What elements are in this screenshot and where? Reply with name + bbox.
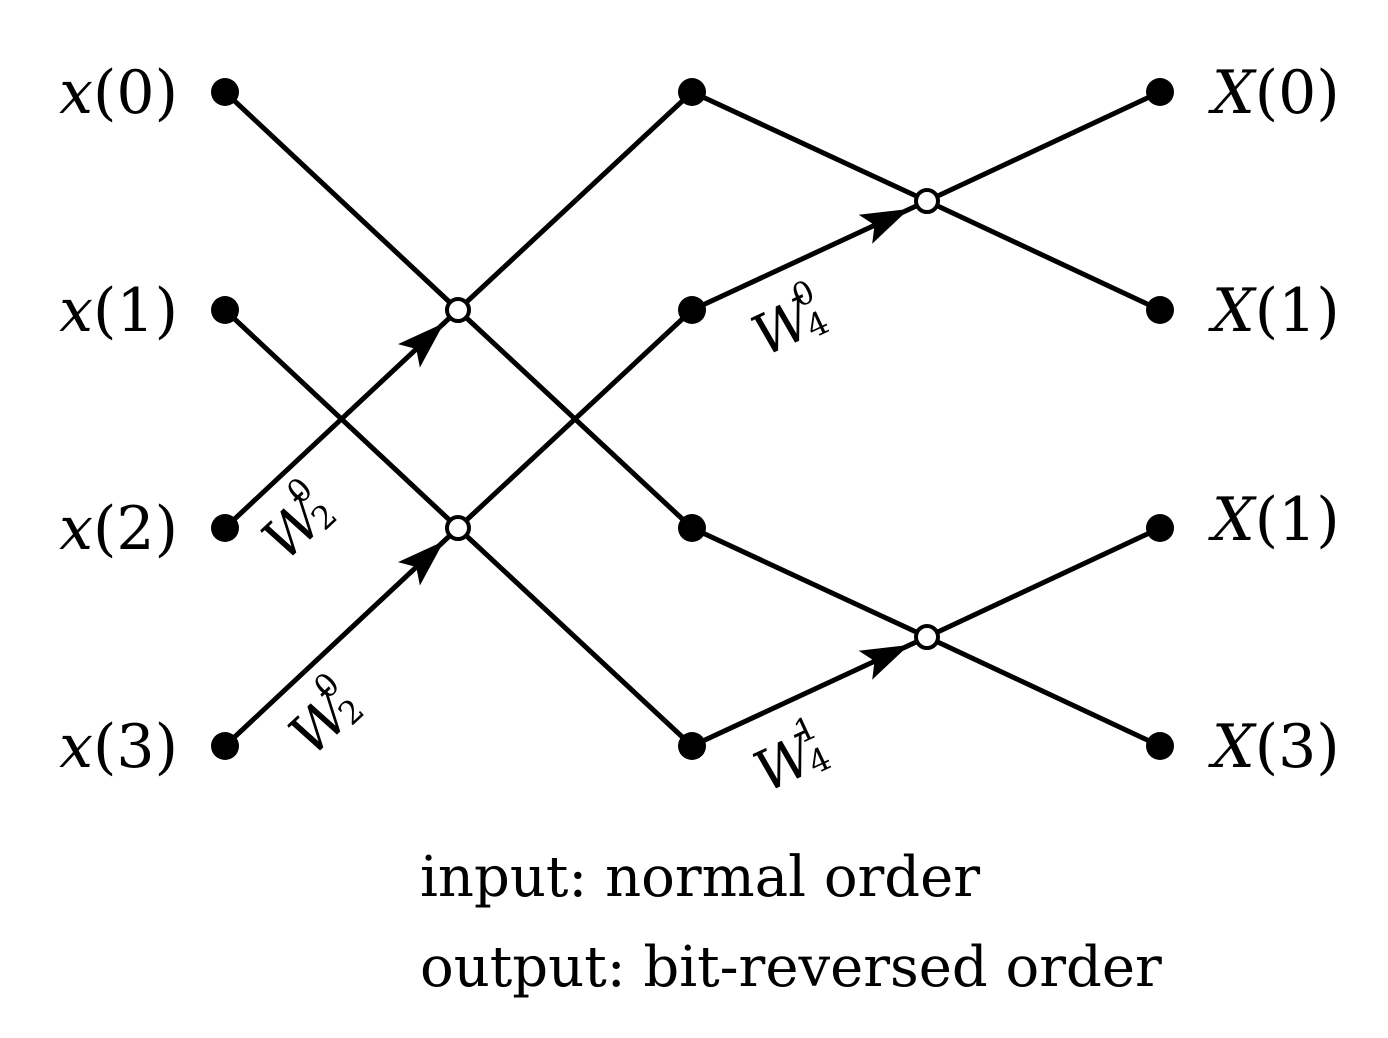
- node-input-0: [211, 78, 239, 106]
- output-labels: X(0) X(1) X(1) X(3): [1208, 58, 1340, 782]
- node-mid-3: [678, 732, 706, 760]
- node-output-2: [1146, 514, 1174, 542]
- arrowhead-stage1-top: [398, 323, 444, 368]
- twiddle-stage1-bottom: W 0 2: [277, 665, 371, 769]
- wire-x0-to-butterfly1: [222, 89, 461, 313]
- caption: input: normal order output: bit-reversed…: [420, 845, 1162, 1000]
- node-mid-1: [678, 296, 706, 324]
- output-label-3: X(3): [1208, 712, 1340, 782]
- input-label-1: x(1): [59, 276, 178, 346]
- arrowhead-stage2-top: [858, 209, 909, 244]
- sum-node-stage2-top: [914, 188, 940, 214]
- wire-mid0-to-butterfly3: [689, 89, 930, 204]
- output-label-0: X(0): [1208, 58, 1340, 128]
- twiddle-stage2-top: W 0 4: [743, 272, 835, 370]
- node-mid-2: [678, 514, 706, 542]
- sum-node-stage1-top: [445, 297, 471, 323]
- wire-butterfly2-to-mid3: [455, 525, 695, 749]
- sum-node-stage2-bottom: [914, 624, 940, 650]
- input-label-0: x(0): [59, 58, 178, 128]
- wire-butterfly3-to-X0: [924, 89, 1163, 204]
- node-output-0: [1146, 78, 1174, 106]
- wire-butterfly1-to-mid0: [455, 89, 695, 313]
- wire-butterfly3-to-X1: [924, 198, 1163, 313]
- sum-node-stage1-bottom: [445, 515, 471, 541]
- node-mid-0: [678, 78, 706, 106]
- wire-butterfly4-to-X2: [924, 525, 1163, 640]
- input-label-2: x(2): [59, 494, 178, 564]
- node-input-1: [211, 296, 239, 324]
- output-label-2: X(1): [1208, 485, 1340, 555]
- arrowheads: [398, 209, 909, 680]
- input-label-3: x(3): [59, 712, 178, 782]
- stage1-wires: [222, 89, 695, 749]
- node-input-3: [211, 732, 239, 760]
- wire-mid2-to-butterfly4: [689, 525, 930, 640]
- caption-line-2: output: bit-reversed order: [420, 935, 1162, 1000]
- input-labels: x(0) x(1) x(2) x(3): [59, 58, 178, 782]
- output-label-1: X(1): [1208, 276, 1340, 346]
- sum-nodes: [445, 188, 940, 650]
- stage2-wires: [689, 89, 1163, 749]
- arrowhead-stage2-bottom: [858, 645, 909, 680]
- wire-butterfly2-to-mid1: [455, 307, 695, 531]
- node-output-3: [1146, 732, 1174, 760]
- arrowhead-stage1-bottom: [398, 541, 444, 586]
- solid-nodes: [211, 78, 1174, 760]
- caption-line-1: input: normal order: [420, 845, 980, 910]
- twiddle-stage2-bottom: W 1 4: [745, 708, 837, 806]
- twiddle-stage1-top: W 0 2: [250, 470, 344, 574]
- node-input-2: [211, 514, 239, 542]
- node-output-1: [1146, 296, 1174, 324]
- wire-butterfly4-to-X3: [924, 634, 1163, 749]
